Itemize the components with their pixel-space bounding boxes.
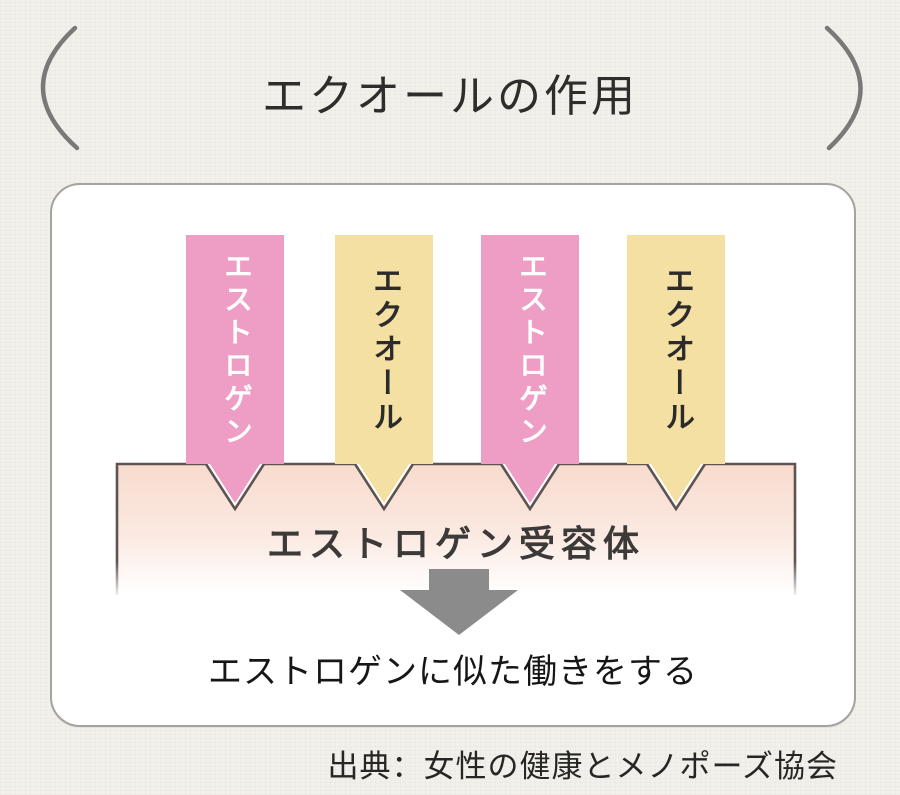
right-paren-icon	[824, 25, 863, 151]
bar-equol-2-shape	[627, 235, 725, 503]
bar-label-estrogen-2: エストロゲン	[514, 250, 547, 449]
receptor-band-shape	[117, 464, 795, 595]
bar-label-estrogen-1: エストロゲン	[219, 250, 252, 449]
receptor-label: エストロゲン受容体	[266, 523, 645, 564]
bar-equol-1-shape	[335, 235, 433, 503]
bar-label-equol-2: エクオール	[660, 264, 693, 435]
title-parentheses-icon	[40, 25, 863, 151]
source-credit: 出典：女性の健康とメノポーズ協会	[327, 749, 838, 784]
bar-estrogen-2-shape	[481, 235, 579, 503]
result-text: エストロゲンに似た働きをする	[208, 653, 698, 691]
diagram-card: エストロゲン エクオール エストロゲン エクオール エストロゲン受容体 エストロ…	[50, 183, 856, 727]
left-paren-icon	[40, 25, 80, 151]
page-title: エクオールの作用	[262, 72, 638, 121]
diagram-graphic	[115, 235, 797, 635]
down-arrow-icon	[400, 569, 518, 635]
bar-label-equol-1: エクオール	[368, 264, 401, 435]
bar-estrogen-1-shape	[186, 235, 284, 503]
receptor-band-outline	[115, 462, 797, 595]
